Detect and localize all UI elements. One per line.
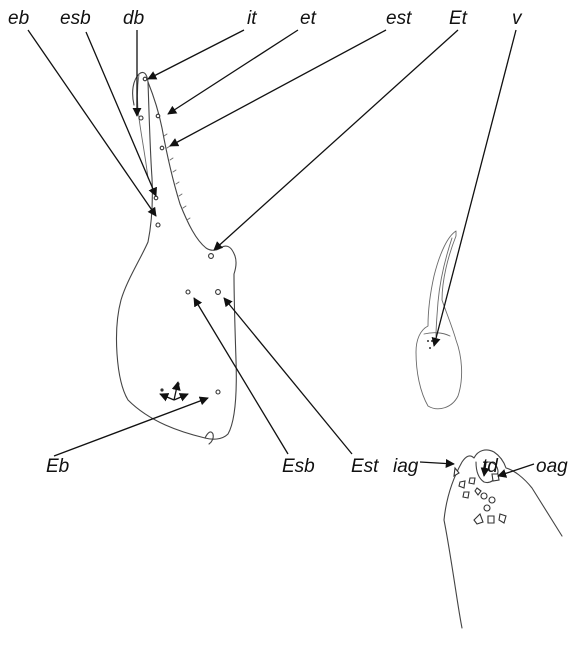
chela-finger-inner-edge: [137, 73, 149, 179]
tip-left-base: [443, 519, 463, 629]
pore-Et: [208, 253, 214, 259]
label-oag: oag: [536, 456, 568, 477]
label-iag: iag: [393, 456, 419, 477]
chela-outline: [115, 71, 237, 445]
movable-finger: [415, 230, 463, 410]
arrow-oag: [497, 463, 535, 478]
finger-serrations: [163, 133, 191, 221]
label-et: et: [300, 8, 317, 29]
arrow-Est: [223, 297, 353, 455]
label-db: db: [123, 8, 144, 29]
arrow-Eb: [53, 396, 209, 457]
pore-v2: [431, 340, 433, 342]
arrow-v: [431, 29, 517, 347]
arrow-esb: [85, 31, 157, 197]
tip-outline: [443, 449, 563, 537]
arrow-eb: [27, 29, 157, 217]
label-eb: eb: [8, 8, 29, 29]
label-Eb: Eb: [46, 456, 69, 477]
arrow-iag: [419, 458, 455, 469]
label-est: est: [386, 8, 412, 29]
chela-hand-right-edge: [204, 245, 237, 440]
arrow-et: [167, 29, 299, 115]
label-it: it: [247, 8, 257, 29]
arrow-est: [169, 29, 387, 147]
eb-cluster-arrows: [159, 381, 189, 402]
chela-left-edge: [115, 71, 206, 439]
pore-Est: [215, 289, 221, 295]
arrow-td: [480, 461, 490, 477]
arrow-Et: [213, 29, 459, 251]
pore-est: [159, 145, 165, 151]
chela-finger-right-edge: [147, 81, 223, 251]
pore-it: [142, 76, 148, 82]
trichobothria-pores: [138, 76, 221, 395]
pointer-arrows: [27, 29, 535, 478]
label-v: v: [512, 8, 523, 29]
movable-finger-inner-line: [435, 237, 453, 337]
label-esb: esb: [60, 8, 91, 29]
pore-et: [155, 113, 161, 119]
pore-esb: [153, 195, 159, 201]
pore-db: [138, 115, 144, 121]
pore-Esb: [185, 289, 191, 295]
label-Esb: Esb: [282, 456, 315, 477]
arrow-it: [147, 29, 245, 80]
labels: eb esb db it et est Et v Eb Esb Est iag …: [8, 8, 568, 477]
pore-Eb1: [160, 388, 164, 392]
label-Est: Est: [351, 456, 379, 477]
pore-v3: [429, 347, 431, 349]
chela-base-joint: [204, 431, 214, 445]
pore-eb: [155, 222, 161, 228]
movable-finger-outline: [415, 230, 463, 410]
label-Et: Et: [449, 8, 468, 29]
tip-detail: [443, 449, 563, 629]
pore-Eb3: [215, 389, 221, 395]
arrow-Esb: [193, 297, 289, 455]
tip-granules: [453, 466, 507, 525]
label-td: td: [482, 456, 499, 477]
pore-v1: [427, 340, 429, 342]
